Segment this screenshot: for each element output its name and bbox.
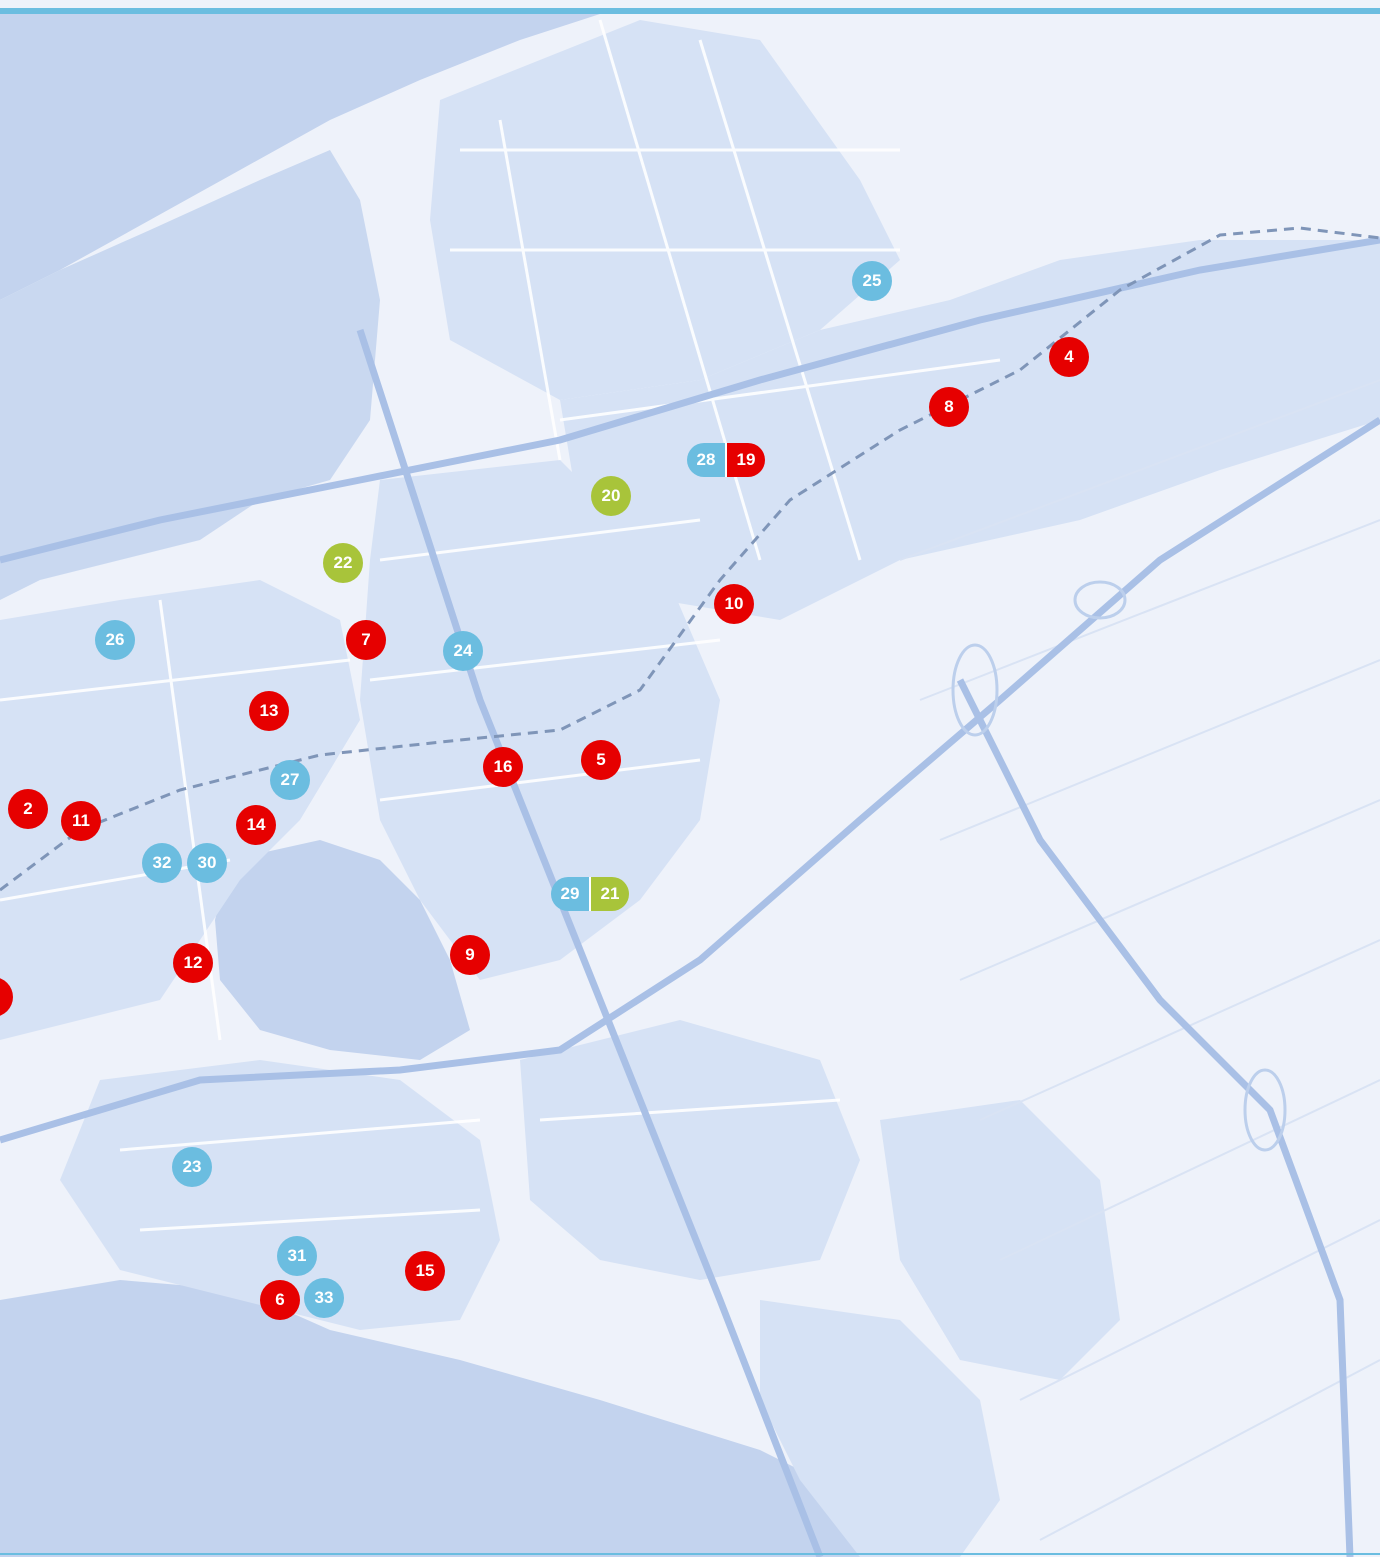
map-marker[interactable]: 9 (450, 935, 490, 975)
railway-line (0, 226, 1380, 892)
map-marker[interactable]: 6 (260, 1280, 300, 1320)
map-marker[interactable]: 10 (714, 584, 754, 624)
map-marker[interactable]: 33 (304, 1278, 344, 1318)
bottom-accent-line (0, 1553, 1380, 1555)
polder-fields (899, 379, 1380, 1541)
map-marker[interactable]: 4 (1049, 337, 1089, 377)
map-marker[interactable]: 15 (405, 1251, 445, 1291)
lake-south (0, 1280, 950, 1557)
map-marker[interactable]: 27 (270, 760, 310, 800)
builtup-areas (0, 20, 1380, 1557)
map-marker[interactable]: 7 (346, 620, 386, 660)
paired-marker-right[interactable]: 21 (591, 877, 629, 911)
map-marker[interactable]: 5 (581, 740, 621, 780)
map-marker[interactable]: 13 (249, 691, 289, 731)
map-marker[interactable]: 30 (187, 843, 227, 883)
map-marker[interactable] (0, 977, 13, 1017)
map-marker[interactable]: 25 (852, 261, 892, 301)
paired-marker-right[interactable]: 19 (727, 443, 765, 477)
interchanges (951, 580, 1287, 1152)
map-marker[interactable]: 23 (172, 1147, 212, 1187)
lake-west (0, 150, 380, 600)
paired-marker-left[interactable]: 29 (551, 877, 591, 911)
lake-center (215, 840, 470, 1060)
paired-marker-left[interactable]: 28 (687, 443, 727, 477)
map-marker[interactable]: 2 (8, 789, 48, 829)
map-marker[interactable]: 22 (323, 543, 363, 583)
sea-northwest (0, 14, 600, 300)
map-marker[interactable]: 24 (443, 631, 483, 671)
paired-marker[interactable]: 28 19 (687, 443, 765, 477)
map-marker[interactable]: 26 (95, 620, 135, 660)
map-marker[interactable]: 14 (236, 805, 276, 845)
top-accent-bar (0, 8, 1380, 14)
map-marker[interactable]: 8 (929, 387, 969, 427)
map-marker[interactable]: 31 (277, 1236, 317, 1276)
highways (0, 236, 1380, 1557)
map-marker[interactable]: 16 (483, 747, 523, 787)
map-marker[interactable]: 32 (142, 843, 182, 883)
map-marker[interactable]: 20 (591, 476, 631, 516)
paired-marker[interactable]: 29 21 (551, 877, 629, 911)
map-marker[interactable]: 11 (61, 801, 101, 841)
map-marker[interactable]: 12 (173, 943, 213, 983)
